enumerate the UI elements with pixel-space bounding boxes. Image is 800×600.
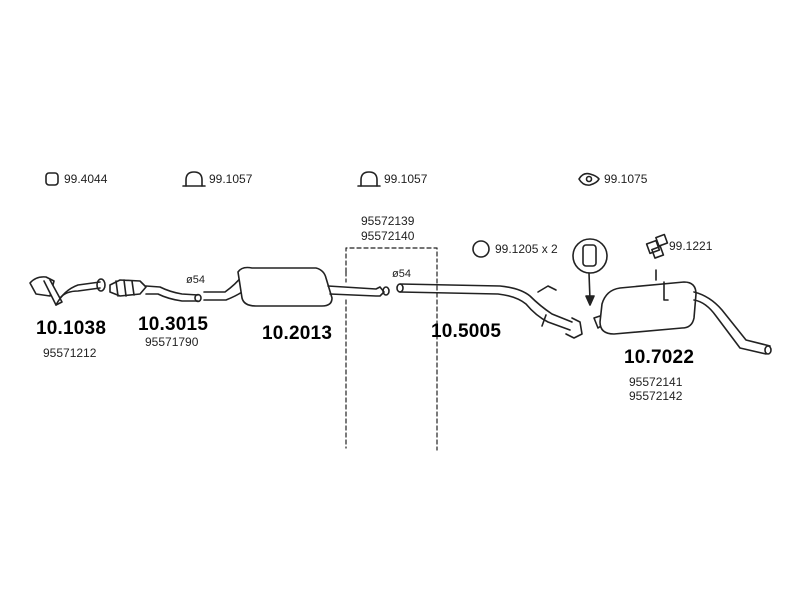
alternate-oem-2: 95572140 [361,229,415,243]
clamp-callout [572,238,608,306]
rear-silencer-part [593,269,772,355]
middle-pipe-part [396,283,583,339]
diameter-label-2: ø54 [392,268,411,280]
front-silencer-part [203,266,390,307]
u-clamp-icon-1 [182,171,206,187]
rubber-mount-icon [645,233,669,259]
alternate-oem-1: 95572139 [361,214,415,228]
catalyst-part [109,279,147,297]
diameter-label-1: ø54 [186,274,205,286]
hardware-label-clamp-ring: 99.4044 [64,172,108,186]
flange-gasket-icon [578,172,600,186]
intermediate-pipe-part [145,285,202,303]
part-oem-rear-silencer-1: 95572141 [629,375,683,389]
part-oem-front-pipe: 95571212 [43,346,97,360]
part-number-front-pipe: 10.1038 [36,318,107,339]
hardware-label-u-clamp-2: 99.1057 [384,172,428,186]
part-oem-rear-silencer-2: 95572142 [629,389,683,403]
part-number-middle-pipe: 10.5005 [431,321,502,342]
clamp-ring-icon [45,172,59,186]
u-clamp-icon-2 [357,171,381,187]
part-oem-catalyst: 95571790 [145,335,199,349]
hardware-label-u-clamp-1: 99.1057 [209,172,253,186]
hardware-label-rubber-mount: 99.1221 [669,239,713,253]
alternate-bracket [345,247,438,451]
part-number-front-silencer: 10.2013 [262,323,333,344]
part-number-catalyst: 10.3015 [138,314,209,335]
hardware-label-gasket-ring: 99.1205 x 2 [495,242,558,256]
gasket-ring-icon [472,240,490,258]
hardware-label-flange-gasket: 99.1075 [604,172,648,186]
part-number-rear-silencer: 10.7022 [624,347,695,368]
front-pipe-part [29,276,106,306]
